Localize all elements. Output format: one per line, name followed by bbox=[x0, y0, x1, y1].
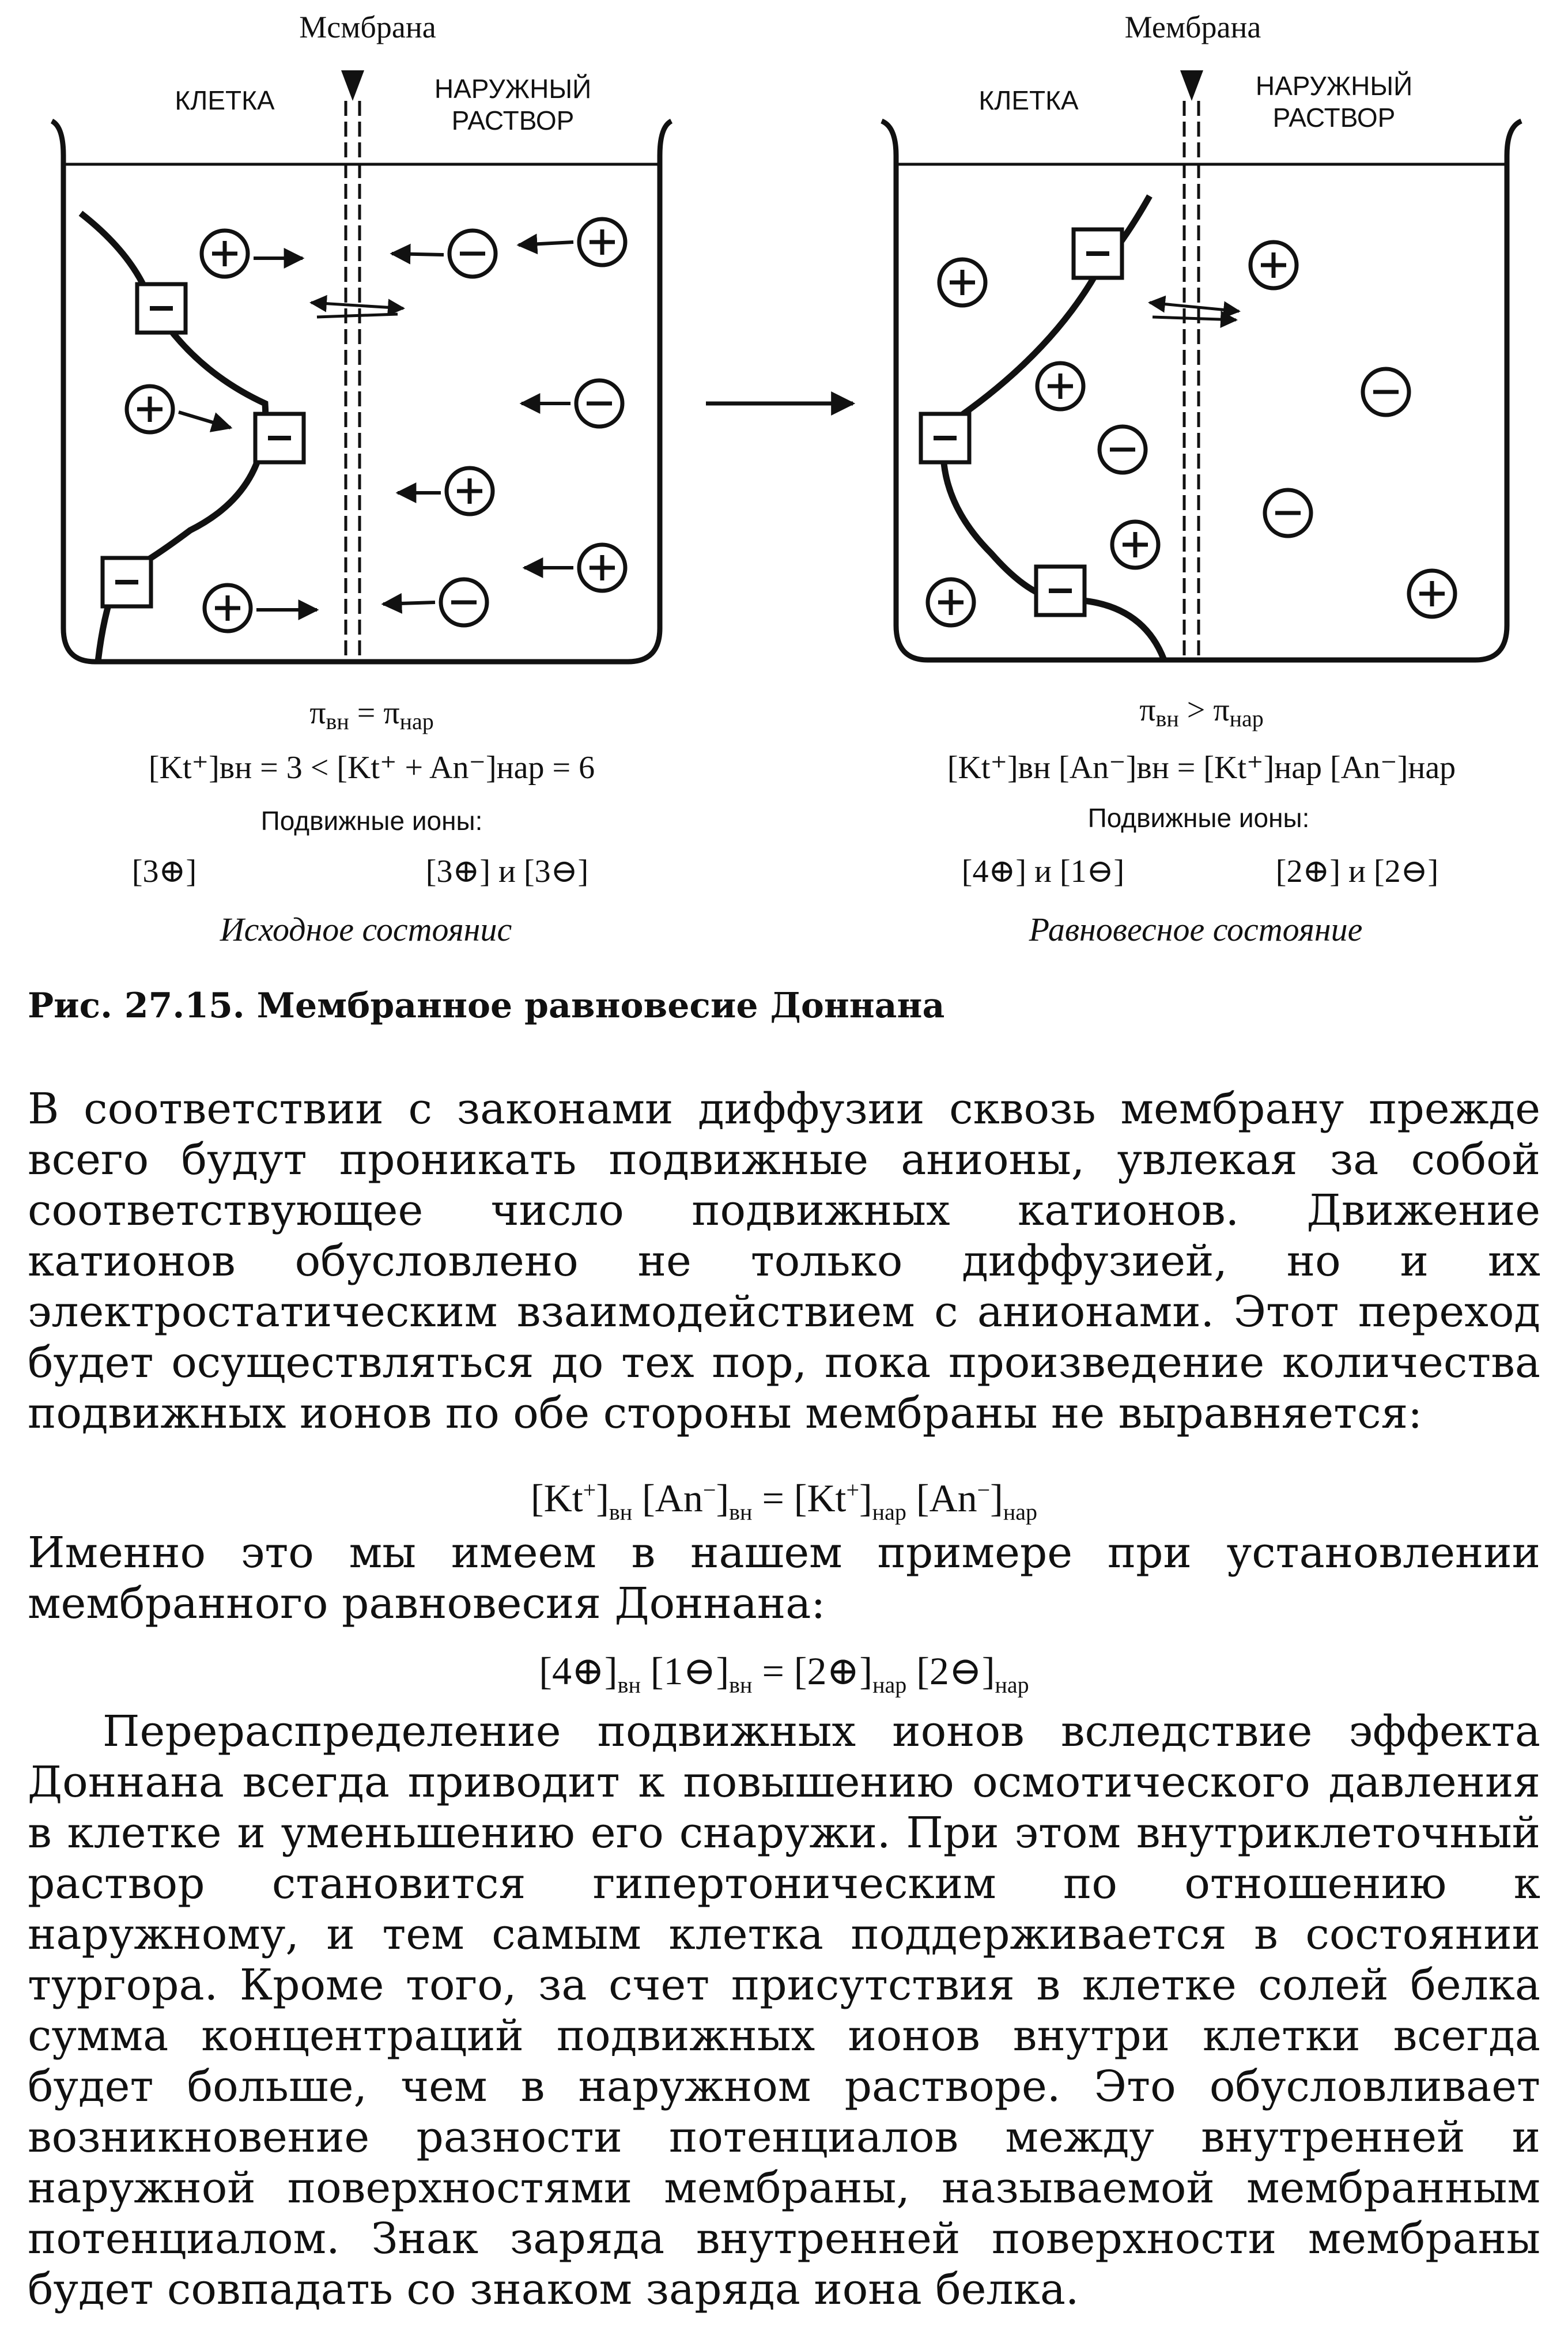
left-mobile-label: Подвижные ионы: bbox=[261, 806, 483, 836]
left-inner-cation-2 bbox=[127, 386, 173, 432]
left-arrow-in-2 bbox=[178, 410, 233, 432]
right-outer-label-2: РАСТВОР bbox=[1273, 103, 1396, 133]
right-cell-label: КЛЕТКА bbox=[978, 85, 1079, 115]
left-protein-charge-1 bbox=[137, 284, 186, 333]
left-outer-cation-3 bbox=[579, 545, 625, 591]
left-arrow-out-2 bbox=[516, 233, 574, 255]
donnan-figure: Мсмбрана КЛЕТКА НАРУЖНЫЙ РАСТВОР bbox=[50, 10, 1523, 948]
left-cell-label: КЛЕТКА bbox=[175, 85, 275, 115]
formula-1: [Kt+]вн [An−]вн = [Kt+]нар [An−]нар bbox=[530, 1476, 1037, 1525]
left-arrow-out-6 bbox=[381, 593, 436, 614]
right-protein-charge-1 bbox=[1074, 229, 1122, 278]
left-outer-anion-3 bbox=[441, 579, 487, 625]
right-protein-charge-2 bbox=[921, 414, 969, 462]
left-mobile-out: [3⊕] и [3⊖] bbox=[426, 854, 588, 889]
left-outer-anion-2 bbox=[576, 380, 622, 427]
formula-2: [4⊕]вн [1⊖]вн = [2⊕]нар [2⊖]нар bbox=[539, 1649, 1029, 1698]
right-outer-cation-1 bbox=[1250, 242, 1297, 288]
figure-caption: Рис. 27.15. Мембранное равновесие Доннан… bbox=[28, 986, 945, 1026]
left-protein-charge-3 bbox=[103, 558, 151, 606]
left-membrane-label: Мсмбрана bbox=[299, 10, 436, 44]
left-membrane-pointer bbox=[341, 70, 364, 101]
left-mobile-in: [3⊕] bbox=[132, 854, 197, 889]
right-inner-cation-2 bbox=[1037, 363, 1083, 409]
right-membrane-label: Мембрана bbox=[1125, 10, 1261, 44]
left-diagram: Мсмбрана КЛЕТКА НАРУЖНЫЙ РАСТВОР bbox=[50, 10, 673, 948]
right-exchange-arrow-1 bbox=[1148, 295, 1241, 319]
right-mobile-in: [4⊕] и [1⊖] bbox=[962, 854, 1124, 889]
left-arrow-out-1 bbox=[390, 243, 444, 265]
right-outer-anion-2 bbox=[1265, 490, 1311, 536]
right-inner-anion-1 bbox=[1100, 427, 1146, 473]
right-membrane-pointer bbox=[1180, 70, 1203, 101]
left-protein-charge-2 bbox=[255, 414, 304, 462]
left-outer-label-2: РАСТВОР bbox=[452, 105, 575, 135]
right-inner-cation-1 bbox=[939, 259, 985, 305]
paragraph-2: Именно это мы имеем в нашем примере при … bbox=[28, 1528, 1540, 1628]
left-outer-cation-2 bbox=[447, 468, 493, 514]
right-exchange-arrow-2 bbox=[1152, 311, 1238, 329]
right-mobile-label: Подвижные ионы: bbox=[1088, 803, 1310, 833]
left-pressure: πвн = πнар bbox=[309, 695, 434, 734]
left-outer-anion-1 bbox=[449, 231, 496, 277]
right-outer-label-1: НАРУЖНЫЙ bbox=[1256, 71, 1412, 101]
left-exchange-arrow-1 bbox=[309, 295, 405, 316]
left-outer-label-1: НАРУЖНЫЙ bbox=[434, 74, 591, 104]
right-pressure: πвн > πнар bbox=[1139, 692, 1264, 731]
left-inner-cation-1 bbox=[202, 231, 248, 277]
right-state-label: Равновесное состояние bbox=[1029, 911, 1363, 948]
right-inner-cation-4 bbox=[928, 579, 974, 625]
left-beaker bbox=[50, 118, 673, 665]
paragraph-1: В соответствии с законами диффузии сквоз… bbox=[28, 1084, 1540, 1438]
right-outer-anion-1 bbox=[1363, 369, 1409, 415]
left-outer-cation-1 bbox=[579, 219, 625, 265]
right-protein-charge-3 bbox=[1036, 567, 1085, 615]
paragraph-3: Перераспределение подвижных ионов вследс… bbox=[28, 1707, 1540, 2314]
left-state-label: Исходное состоянис bbox=[220, 911, 512, 948]
left-concentration: [Kt⁺]вн = 3 < [Kt⁺ + An⁻]нар = 6 bbox=[149, 750, 595, 786]
right-outer-cation-2 bbox=[1409, 571, 1455, 617]
right-diagram: Мембрана КЛЕТКА НАРУЖНЫЙ РАСТВОР πвн > π… bbox=[880, 10, 1523, 948]
right-mobile-out: [2⊕] и [2⊖] bbox=[1276, 854, 1438, 889]
right-concentration: [Kt⁺]вн [An⁻]вн = [Kt⁺]нар [An⁻]нар bbox=[947, 750, 1456, 786]
left-exchange-arrow-2 bbox=[316, 312, 398, 319]
right-beaker bbox=[880, 118, 1523, 663]
left-inner-cation-3 bbox=[205, 585, 251, 631]
right-inner-cation-3 bbox=[1112, 522, 1158, 568]
